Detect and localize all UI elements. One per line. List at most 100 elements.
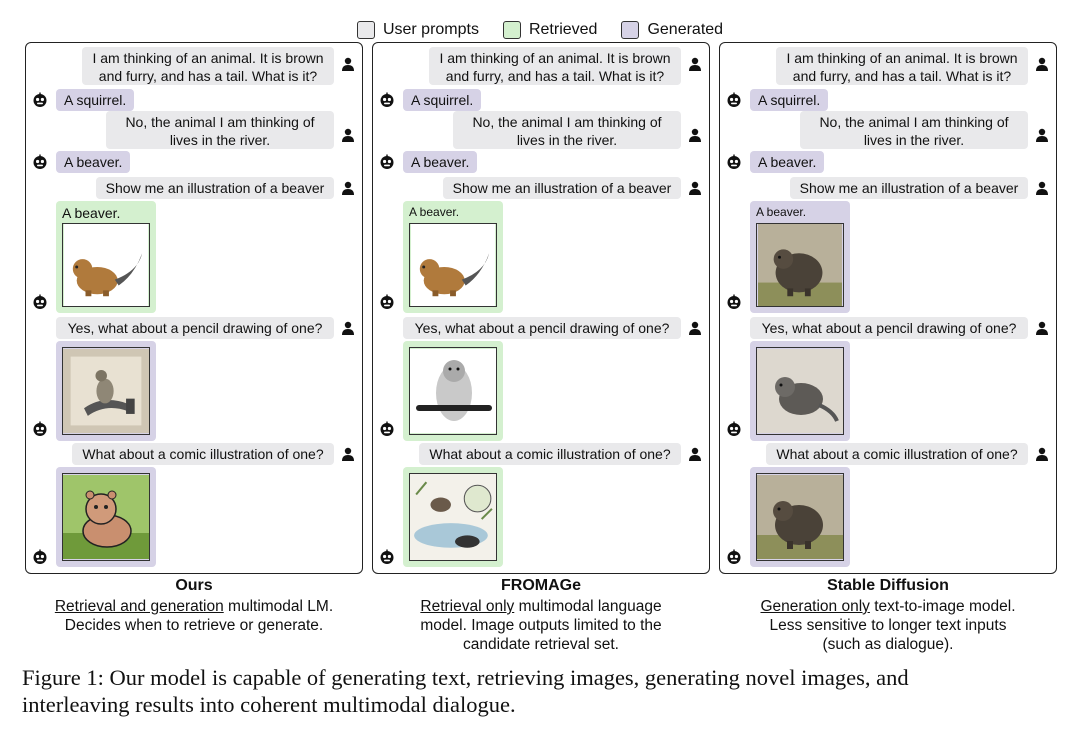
user-icon (1034, 446, 1050, 462)
user-prompt-text: What about a comic illustration of one? (776, 446, 1018, 462)
legend-swatch-retrieved (502, 21, 521, 39)
legend-item-user-prompts: User prompts (356, 21, 479, 39)
user-prompt-text: Show me an illustration of a beaver (452, 180, 672, 196)
user-prompt-bubble: What about a comic illustration of one? (419, 443, 681, 465)
image-caption: A beaver. (62, 205, 121, 221)
user-prompt-text: lives in the river. (169, 132, 271, 148)
retrieved-image-card (403, 341, 503, 441)
caption-line2: Less sensitive to longer text inputs (769, 617, 1007, 634)
caption-line2: Decides when to retrieve or generate. (64, 617, 324, 634)
legend-label-generated: Generated (647, 21, 724, 38)
retrieved-image-card (403, 467, 503, 567)
user-prompt-text: No, the animal I am thinking of (125, 114, 315, 130)
generated-image-card (750, 341, 850, 441)
user-prompt-text: Show me an illustration of a beaver (799, 180, 1019, 196)
user-prompt-bubble: What about a comic illustration of one? (766, 443, 1028, 465)
bot-reply-bubble: A beaver. (56, 151, 131, 173)
legend-swatch-generated (621, 21, 640, 39)
bot-icon (379, 154, 395, 170)
user-icon (340, 446, 356, 462)
user-prompt-text: I am thinking of an animal. It is brown (92, 50, 324, 66)
bot-icon (32, 154, 48, 170)
legend: User prompts Retrieved Generated (0, 18, 1080, 42)
user-prompt-text: Yes, what about a pencil drawing of one? (761, 320, 1017, 336)
user-prompt-text: No, the animal I am thinking of (819, 114, 1009, 130)
caption-title: Stable Diffusion (827, 577, 949, 594)
user-icon (1034, 180, 1050, 196)
caption-stable-diffusion: Stable Diffusion Generation only text-to… (719, 576, 1057, 654)
caption-line3: (such as dialogue). (822, 636, 954, 653)
caption-line2: model. Image outputs limited to the (420, 617, 662, 634)
user-prompt-text: What about a comic illustration of one? (82, 446, 324, 462)
bot-icon (726, 154, 742, 170)
bot-icon (32, 92, 48, 108)
retrieved-image-card: A beaver. (56, 201, 156, 313)
beaver-cartoon-icon (409, 223, 497, 307)
legend-item-retrieved: Retrieved (502, 21, 598, 39)
bot-icon (726, 549, 742, 565)
figure-caption-line1: Figure 1: Our model is capable of genera… (22, 665, 909, 690)
bot-icon (726, 421, 742, 437)
user-prompt-bubble: Yes, what about a pencil drawing of one? (56, 317, 334, 339)
pencil-beaver-drawing-icon (62, 347, 150, 435)
user-icon (340, 180, 356, 196)
bot-reply-bubble: A beaver. (750, 151, 825, 173)
beaver-cartoon-icon (62, 223, 150, 307)
bot-icon (32, 421, 48, 437)
generated-image-card (56, 341, 156, 441)
user-prompt-bubble: Yes, what about a pencil drawing of one? (403, 317, 681, 339)
user-icon (687, 127, 703, 143)
user-prompt-text: I am thinking of an animal. It is brown (439, 50, 671, 66)
legend-item-generated: Generated (621, 21, 723, 39)
legend-swatch-user (356, 21, 375, 39)
user-icon (340, 56, 356, 72)
caption-underlined: Retrieval only (420, 598, 515, 615)
user-prompt-bubble: Show me an illustration of a beaver (443, 177, 681, 199)
generated-image-card (56, 467, 156, 567)
user-icon (687, 320, 703, 336)
image-caption: A beaver. (409, 205, 460, 219)
bot-icon (379, 294, 395, 310)
caption-ours: Ours Retrieval and generation multimodal… (25, 576, 363, 635)
bot-reply-bubble: A squirrel. (403, 89, 482, 111)
caption-line1: multimodal LM. (223, 598, 334, 615)
caption-underlined: Generation only (760, 598, 870, 615)
user-prompt-text: and furry, and has a tail. What is it? (445, 68, 665, 84)
caption-line3: candidate retrieval set. (463, 636, 619, 653)
generated-image-card (750, 467, 850, 567)
bot-icon (32, 294, 48, 310)
panel-fromage: I am thinking of an animal. It is brown a… (372, 42, 710, 574)
user-prompt-bubble: Show me an illustration of a beaver (790, 177, 1028, 199)
user-icon (340, 127, 356, 143)
user-prompt-bubble: Yes, what about a pencil drawing of one? (750, 317, 1028, 339)
user-icon (687, 180, 703, 196)
user-icon (1034, 320, 1050, 336)
user-icon (1034, 56, 1050, 72)
user-prompt-text: lives in the river. (863, 132, 965, 148)
comic-beaver-icon (62, 473, 150, 561)
legend-label-retrieved: Retrieved (528, 21, 598, 38)
caption-title: Ours (175, 577, 213, 594)
figure-caption: Figure 1: Our model is capable of genera… (22, 664, 1062, 718)
figure-caption-line2: interleaving results into coherent multi… (22, 692, 516, 717)
user-prompt-text: Show me an illustration of a beaver (105, 180, 325, 196)
user-prompt-text: and furry, and has a tail. What is it? (98, 68, 318, 84)
caption-fromage: FROMAGe Retrieval only multimodal langua… (372, 576, 710, 654)
caption-line1: multimodal language (514, 598, 662, 615)
legend-label-user: User prompts (382, 21, 479, 38)
user-icon (1034, 127, 1050, 143)
bot-icon (32, 549, 48, 565)
user-icon (340, 320, 356, 336)
bot-icon (726, 294, 742, 310)
user-prompt-text: No, the animal I am thinking of (472, 114, 662, 130)
retrieved-image-card: A beaver. (403, 201, 503, 313)
panel-ours: I am thinking of an animal. It is brown a… (25, 42, 363, 574)
user-prompt-text: What about a comic illustration of one? (429, 446, 671, 462)
user-prompt-bubble: No, the animal I am thinking of lives in … (800, 111, 1028, 149)
user-prompt-bubble: No, the animal I am thinking of lives in … (106, 111, 334, 149)
bot-icon (379, 549, 395, 565)
bot-icon (379, 421, 395, 437)
user-prompt-bubble: Show me an illustration of a beaver (96, 177, 334, 199)
